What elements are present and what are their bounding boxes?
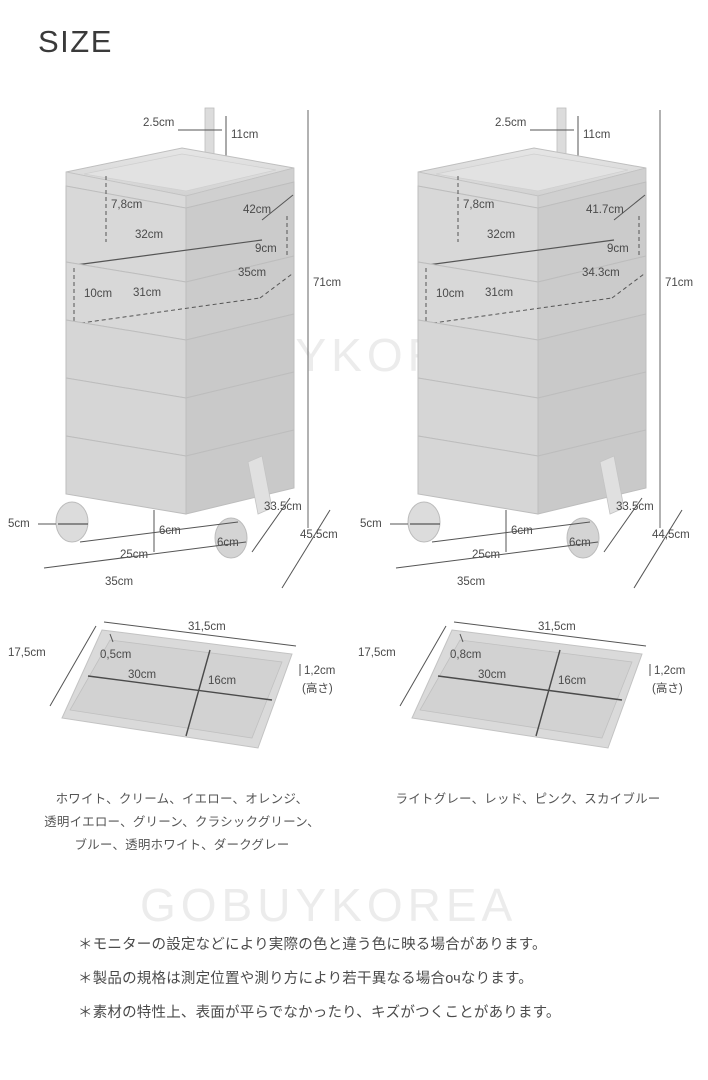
dim-total-height-right: 71cm [665, 277, 693, 289]
note-line-3: ＊素材の特性上、表面が平らでなかったり、キズがつくことがあります。 [78, 1005, 561, 1022]
dim-body-depth-left: 33.5cm [264, 501, 302, 513]
dim-outer-width-left: 35cm [105, 576, 133, 588]
dim-top-diagonal-right: 41.7cm [586, 204, 624, 216]
dim-tray-thickness-right: 1,2cm [654, 665, 685, 677]
cabinet-diagram-right: 2.5cm 11cm 7,8cm 41.7cm 32cm 9cm 10cm 31… [354, 90, 708, 600]
dim-body-depth-right: 33.5cm [616, 501, 654, 513]
dim-drawer-width-right: 31cm [485, 287, 513, 299]
dim-tray-inner-length-left: 30cm [128, 669, 156, 681]
dim-tray-length-right: 31,5cm [538, 621, 576, 633]
color-list-right: ライトグレー、レッド、ピンク、スカイブルー [356, 788, 700, 811]
dim-total-depth-right: 44,5cm [652, 529, 690, 541]
dim-wheel-width-right: 5cm [360, 518, 382, 530]
dim-pole-width-left: 2.5cm [143, 117, 174, 129]
watermark-bottom: GOBUYKOREA [140, 879, 518, 931]
tray-diagram-right: 31,5cm 17,5cm 0,8cm 30cm 16cm 1,2cm (高さ) [354, 608, 708, 783]
dim-wheel-width-left: 5cm [8, 518, 30, 530]
dim-total-height-left: 71cm [313, 277, 341, 289]
dim-wheel-size-right: 6cm [569, 537, 591, 549]
dim-pole-height-left: 11cm [231, 129, 258, 141]
dim-tray-side-left: 17,5cm [8, 647, 46, 659]
dim-tray-thickness-note-left: (高さ) [302, 681, 333, 695]
disclaimer-notes: ＊モニターの設定などにより実際の色と違う色に映る場合があります。 ＊製品の規格は… [78, 928, 678, 1030]
dim-side-depth-left: 35cm [238, 267, 266, 279]
color-list-left: ホワイト、クリーム、イエロー、オレンジ、 透明イエロー、グリーン、クラシックグリ… [10, 788, 354, 857]
color-list-right-line-1: ライトグレー、レッド、ピンク、スカイブルー [395, 792, 661, 806]
dim-pole-width-right: 2.5cm [495, 117, 526, 129]
dim-side-depth-right: 34.3cm [582, 267, 620, 279]
dim-outer-width-right: 35cm [457, 576, 485, 588]
dim-tray-inner-length-right: 30cm [478, 669, 506, 681]
cabinet-diagram-left: 2.5cm 11cm 7,8cm 42cm 32cm 9cm [0, 90, 354, 600]
dim-drawer-width-left: 31cm [133, 287, 161, 299]
dim-lid-depth-left: 7,8cm [111, 199, 142, 211]
dim-total-depth-left: 45.5cm [300, 529, 338, 541]
dim-tray-rim-left: 0,5cm [100, 649, 131, 661]
dim-tray-side-right: 17,5cm [358, 647, 396, 659]
dim-inner-width-left: 25cm [120, 549, 148, 561]
dim-tray-rim-right: 0,8cm [450, 649, 481, 661]
tray-diagram-left: 31,5cm 17,5cm 0,5cm 30cm 16cm 1,2cm (高さ) [0, 608, 354, 783]
dim-tray-inner-width-right: 16cm [558, 675, 586, 687]
dim-lip-left: 9cm [255, 243, 277, 255]
dim-tray-length-left: 31,5cm [188, 621, 226, 633]
color-list-left-line-1: ホワイト、クリーム、イエロー、オレンジ、 [55, 792, 309, 806]
page-title: SIZE [38, 24, 113, 59]
dim-drawer-height-right: 10cm [436, 288, 464, 300]
color-list-left-line-2: 透明イエロー、グリーン、クラシックグリーン、 [44, 815, 320, 830]
dim-top-width-left: 32cm [135, 229, 163, 241]
color-list-left-line-3: ブルー、透明ホワイト、ダークグレー [74, 838, 290, 853]
dim-lip-right: 9cm [607, 243, 629, 255]
dim-tray-thickness-left: 1,2cm [304, 665, 335, 677]
note-line-2: ＊製品の規格は測定位置や測り方により若干異なる場合очなります。 [78, 971, 533, 988]
dim-tray-thickness-note-right: (高さ) [652, 681, 683, 695]
dim-drawer-height-left: 10cm [84, 288, 112, 300]
dim-pole-height-right: 11cm [583, 129, 610, 141]
dim-inner-width-right: 25cm [472, 549, 500, 561]
dim-top-width-right: 32cm [487, 229, 515, 241]
dim-tray-inner-width-left: 16cm [208, 675, 236, 687]
dim-wheel-size-left: 6cm [217, 537, 239, 549]
note-line-1: ＊モニターの設定などにより実際の色と違う色に映る場合があります。 [78, 937, 547, 953]
dim-top-diagonal-left: 42cm [243, 204, 271, 216]
dim-lid-depth-right: 7,8cm [463, 199, 494, 211]
